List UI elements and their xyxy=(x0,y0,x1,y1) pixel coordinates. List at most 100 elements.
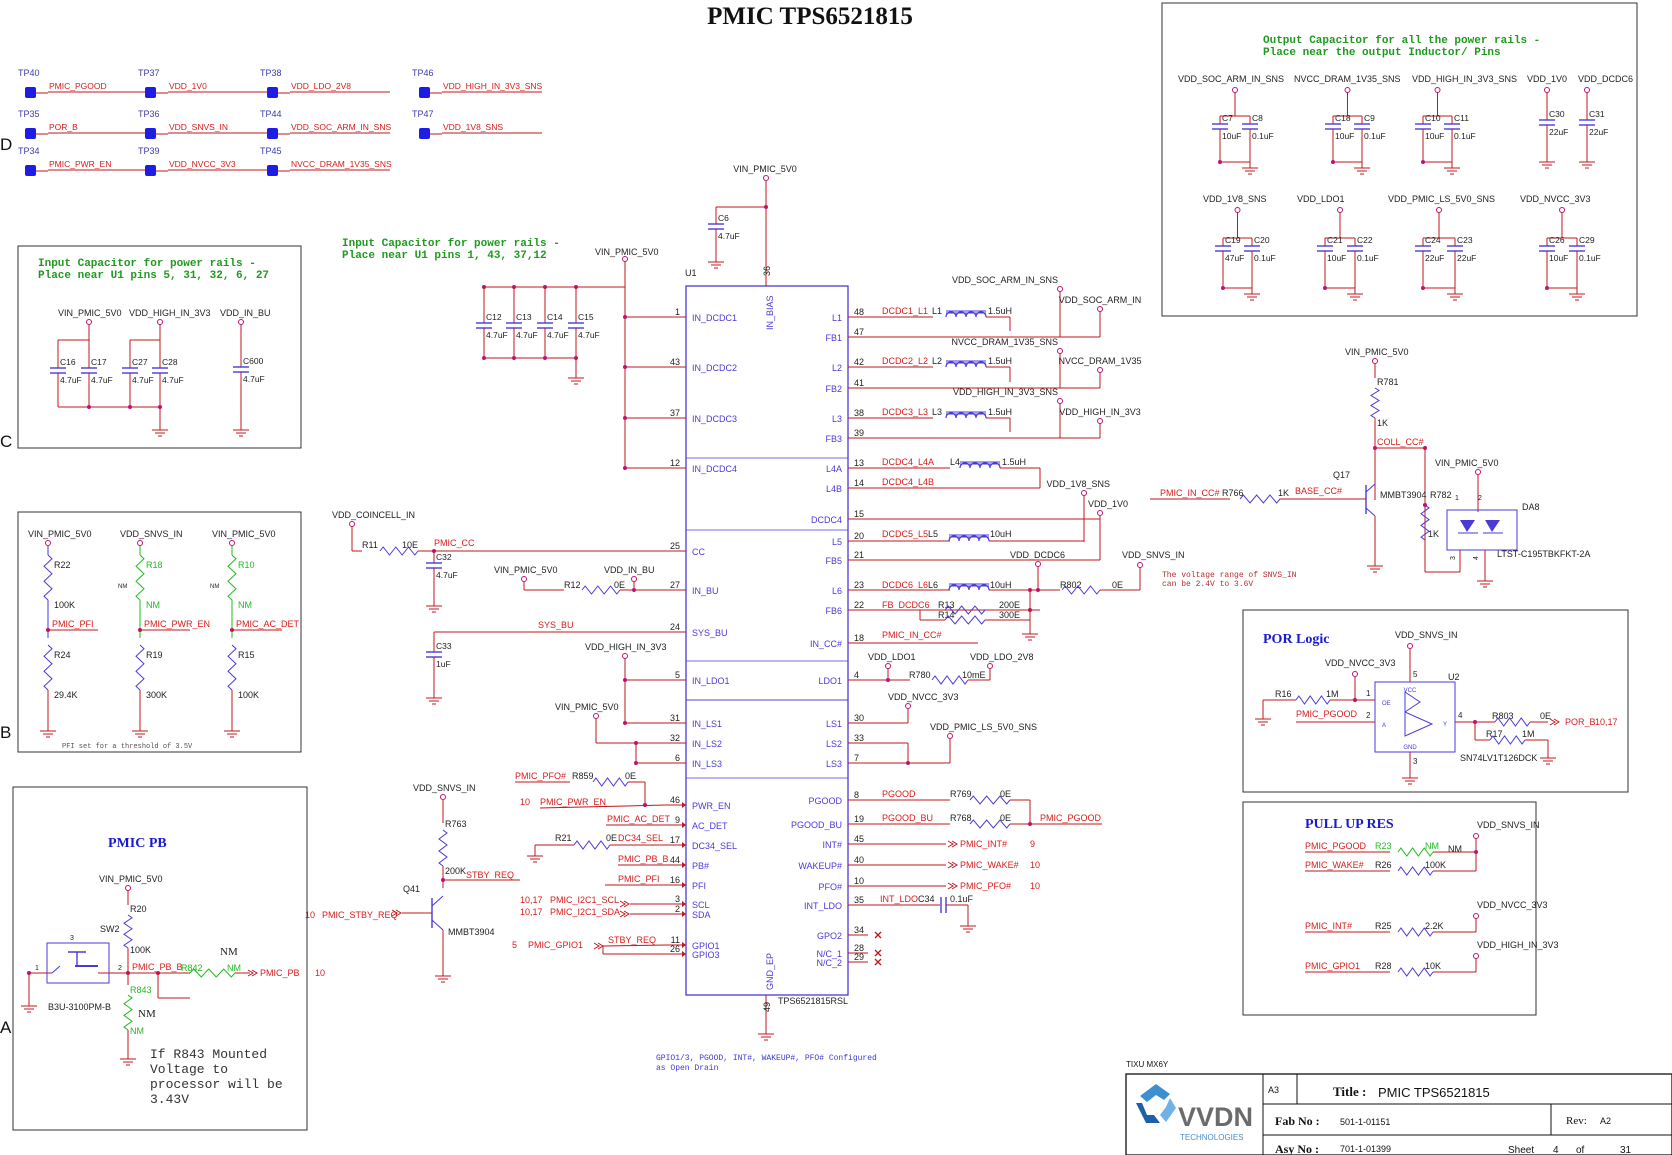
pin-number: 9 xyxy=(675,815,680,825)
rail-name: VDD_HIGH_IN_3V3_SNS xyxy=(1412,74,1517,84)
capacitor-value: 4.7uF xyxy=(547,330,569,340)
pin-name: GND xyxy=(1403,745,1417,751)
sheet-label: Sheet xyxy=(1508,1145,1534,1155)
wire xyxy=(539,804,667,809)
wire xyxy=(431,895,444,907)
resistor-value: NM xyxy=(227,963,241,973)
sheet-number: 4 xyxy=(1553,1145,1559,1155)
net-label: SYS_BU xyxy=(538,620,574,630)
pin-number: 1 xyxy=(1455,495,1459,502)
pin-name: GPIO3 xyxy=(692,950,720,960)
capacitor-value: 22uF xyxy=(1589,127,1608,137)
rail-name: VDD_DCDC6 xyxy=(1010,550,1065,560)
rail-name: VDD_IN_BU xyxy=(604,565,655,575)
rail-name: VDD_SOC_ARM_IN_SNS xyxy=(1178,74,1284,84)
resistor-value: 1K xyxy=(1278,488,1289,498)
pin-name: FB6 xyxy=(825,606,842,616)
resistor-value: 300K xyxy=(146,690,167,700)
pin-name: FB1 xyxy=(825,333,842,343)
capacitor-c23 xyxy=(1447,245,1463,252)
resistor-ref: R803 xyxy=(1492,711,1514,721)
net-port-circle xyxy=(1232,87,1238,93)
wire xyxy=(947,840,954,848)
testpoint-ref: TP35 xyxy=(18,109,40,119)
rail-name: VDD_LDO_2V8 xyxy=(970,652,1034,662)
ground-symbol xyxy=(1022,628,1038,641)
frame xyxy=(1446,509,1518,551)
rail-name: VDD_SOC_ARM_IN xyxy=(1059,295,1142,305)
resistor-value: NM xyxy=(146,600,160,610)
net-port-circle xyxy=(1337,207,1343,213)
testpoint-pad xyxy=(145,128,156,139)
pin-number: 33 xyxy=(854,733,864,743)
capacitor-value: 10uF xyxy=(1327,253,1346,263)
capacitor-ref: C27 xyxy=(132,357,148,367)
pin-name: INT# xyxy=(822,840,842,850)
wire xyxy=(619,900,626,908)
net-port-circle xyxy=(905,703,911,709)
testpoint-net: NVCC_DRAM_1V35_SNS xyxy=(291,159,392,169)
u1-part: TPS6521815RSL xyxy=(778,996,848,1006)
resistor-value: 10mE xyxy=(962,670,986,680)
capacitor-value: 22uF xyxy=(1425,253,1444,263)
nm-label: NM xyxy=(220,946,238,958)
note-text: can be 2.4V to 3.6V xyxy=(1162,580,1253,589)
net-label: PMIC_PWR_EN xyxy=(540,797,606,807)
pin-name: GND_EP xyxy=(765,953,775,990)
resistor-symbol xyxy=(1397,967,1434,977)
capacitor-ref: C29 xyxy=(1579,235,1595,245)
resistor-ref: R24 xyxy=(54,650,71,660)
net-port-circle xyxy=(1434,87,1441,93)
pin-name: VCC xyxy=(1404,688,1417,694)
net-port-circle xyxy=(440,794,446,800)
rail-name: VDD_NVCC_3V3 xyxy=(1520,194,1591,204)
net-label: PMIC_I2C1_SDA xyxy=(550,907,620,917)
wire xyxy=(1549,718,1556,726)
net-label: PMIC_PFO# xyxy=(515,771,566,781)
block-title: POR Logic xyxy=(1263,632,1330,647)
pin-number: 32 xyxy=(670,733,680,743)
transistor-ref: Q41 xyxy=(403,884,420,894)
led-diode-symbol xyxy=(1460,520,1475,532)
wire xyxy=(1553,718,1560,726)
pin-number: 3 xyxy=(1450,556,1457,560)
capacitor-c7 xyxy=(1212,123,1228,130)
net-port-circle xyxy=(1097,510,1103,516)
net-port-circle xyxy=(137,540,143,546)
ground-symbol xyxy=(426,600,442,613)
inductor-ref: L2 xyxy=(932,356,942,366)
inductor-value: 1.5uH xyxy=(988,356,1012,366)
capacitor-ref: C21 xyxy=(1327,235,1343,245)
net-port-circle xyxy=(1057,348,1063,354)
pin-name: L4B xyxy=(826,484,842,494)
capacitor-value: 0.1uF xyxy=(1579,253,1601,263)
pin-name: IN_LDO1 xyxy=(692,676,730,686)
capacitor-value: 47uF xyxy=(1225,253,1244,263)
ground-symbol xyxy=(758,1028,774,1041)
net-label: PMIC_STBY_REQ xyxy=(322,910,398,920)
capacitor-ref: C7 xyxy=(1222,113,1233,123)
pin-number: 17 xyxy=(670,835,680,845)
pin-number: 23 xyxy=(854,580,864,590)
pin-name: PFO# xyxy=(818,882,842,892)
capacitor-value: 10uF xyxy=(1335,131,1354,141)
pin-number: 38 xyxy=(854,408,864,418)
wire xyxy=(947,861,954,869)
capacitor-c8 xyxy=(1242,123,1258,130)
resistor-symbol xyxy=(379,546,419,556)
capacitor-c9 xyxy=(1354,123,1370,130)
resistor-value: 200K xyxy=(445,866,466,876)
net-port-circle xyxy=(947,733,953,739)
resistor-ref: R782 xyxy=(1430,490,1452,500)
pin-number: 28 xyxy=(854,943,864,953)
pin-name: INT_LDO xyxy=(804,901,842,911)
capacitor-c12 xyxy=(476,322,492,329)
net-port-circle xyxy=(622,256,628,262)
pin-name: GPIO1 xyxy=(692,941,720,951)
inductor-value: 10uH xyxy=(990,580,1012,590)
pin-number: 5 xyxy=(1413,670,1418,679)
pin-number: 3 xyxy=(675,894,680,904)
junction-dot xyxy=(1218,160,1222,164)
pin-number: 11 xyxy=(671,935,680,945)
ground-symbol xyxy=(21,1000,37,1013)
